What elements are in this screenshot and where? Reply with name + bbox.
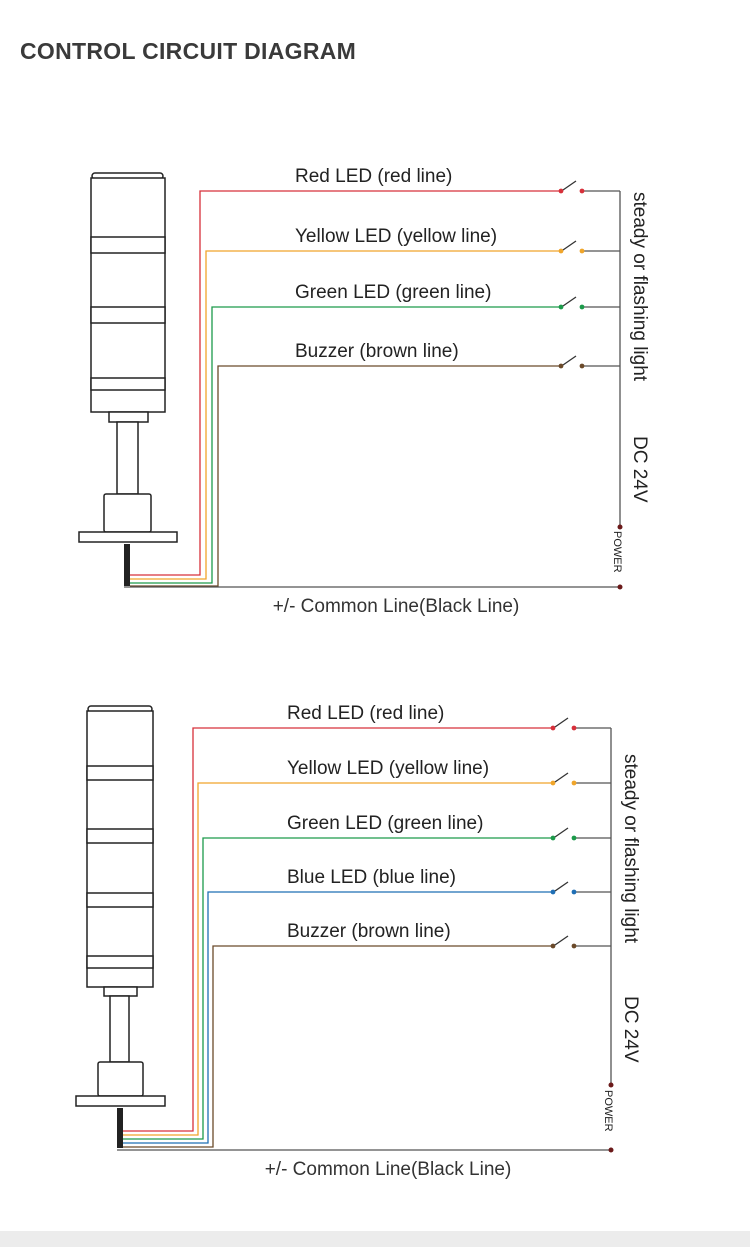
switch-contact xyxy=(550,725,556,731)
wire-label: Buzzer (brown line) xyxy=(287,921,451,942)
voltage-label: DC 24V xyxy=(629,436,650,503)
switch-contact xyxy=(558,304,564,310)
tower-body xyxy=(90,177,166,413)
tower-light-2 xyxy=(75,705,166,1107)
switch-lever xyxy=(562,240,577,251)
wire-label: Yellow LED (yellow line) xyxy=(287,758,489,779)
tower-light-1 xyxy=(78,172,178,543)
power-label: POWER xyxy=(602,1090,614,1132)
tower-ring xyxy=(90,306,166,324)
common-line-label: +/- Common Line(Black Line) xyxy=(273,596,520,617)
tower-ring xyxy=(86,955,154,969)
switch-contact xyxy=(558,248,564,254)
common-line-label: +/- Common Line(Black Line) xyxy=(265,1159,512,1180)
wire-label: Green LED (green line) xyxy=(287,813,483,834)
footer-bar xyxy=(0,1231,750,1247)
switch-contact xyxy=(579,304,585,310)
switches-group-1 xyxy=(558,180,585,369)
tower-pole xyxy=(116,421,139,495)
switches-group-2 xyxy=(550,717,577,949)
switch-lever xyxy=(554,717,569,728)
circuit-diagram-1: Red LED (red line) Yellow LED (yellow lin… xyxy=(78,166,650,617)
tower-flange xyxy=(75,1095,166,1107)
power-terminal-top xyxy=(608,1082,614,1088)
wire-label: Red LED (red line) xyxy=(295,166,452,187)
labels-group-2: Red LED (red line) Yellow LED (yellow lin… xyxy=(287,703,489,942)
wire-line xyxy=(123,782,553,1136)
switch-contact xyxy=(550,889,556,895)
wire-label: Buzzer (brown line) xyxy=(295,341,459,362)
tower-ring xyxy=(90,236,166,254)
tower-neck xyxy=(103,986,138,997)
switch-lever xyxy=(554,772,569,783)
wire-line xyxy=(130,306,561,584)
cable-sheath xyxy=(117,1108,123,1148)
switch-contact xyxy=(571,943,577,949)
switch-contact xyxy=(579,363,585,369)
page-title: CONTROL CIRCUIT DIAGRAM xyxy=(20,38,357,64)
switch-contact xyxy=(571,889,577,895)
switch-lever xyxy=(562,355,577,366)
switch-contact xyxy=(550,943,556,949)
switch-contact xyxy=(550,780,556,786)
tower-flange xyxy=(78,531,178,543)
switch-contact xyxy=(579,188,585,194)
wire-line xyxy=(123,891,553,1144)
tower-neck xyxy=(108,411,149,423)
wire-group-2 xyxy=(123,727,611,1148)
wire-group-1 xyxy=(130,190,620,587)
tower-body xyxy=(86,710,154,988)
switch-lever xyxy=(554,881,569,892)
wire-line xyxy=(130,190,561,576)
cable-sheath xyxy=(124,544,130,586)
tower-ring xyxy=(86,828,154,844)
tower-base xyxy=(103,493,152,533)
switch-contact xyxy=(558,363,564,369)
switch-contact xyxy=(579,248,585,254)
tower-base xyxy=(97,1061,144,1097)
power-terminal-bottom xyxy=(617,584,623,590)
switch-lever xyxy=(554,827,569,838)
tower-ring xyxy=(86,765,154,781)
wire-line xyxy=(130,250,561,580)
wire-label: Blue LED (blue line) xyxy=(287,867,456,888)
switch-contact xyxy=(558,188,564,194)
wire-line xyxy=(123,837,553,1140)
wire-line xyxy=(123,945,553,1148)
tower-pole xyxy=(109,995,130,1063)
mode-label: steady or flashing light xyxy=(629,192,650,382)
voltage-label: DC 24V xyxy=(620,996,641,1063)
switch-lever xyxy=(562,180,577,191)
wire-line xyxy=(130,365,561,587)
wire-line xyxy=(123,727,553,1132)
switch-contact xyxy=(550,835,556,841)
switch-contact xyxy=(571,835,577,841)
tower-ring xyxy=(86,892,154,908)
circuit-diagram-2: Red LED (red line) Yellow LED (yellow lin… xyxy=(75,703,641,1180)
power-label: POWER xyxy=(611,531,623,573)
tower-ring xyxy=(90,377,166,391)
switch-contact xyxy=(571,780,577,786)
power-terminal-bottom xyxy=(608,1147,614,1153)
wire-label: Green LED (green line) xyxy=(295,282,491,303)
mode-label: steady or flashing light xyxy=(620,754,641,944)
wire-label: Yellow LED (yellow line) xyxy=(295,226,497,247)
wire-label: Red LED (red line) xyxy=(287,703,444,724)
power-terminal-top xyxy=(617,524,623,530)
labels-group-1: Red LED (red line) Yellow LED (yellow lin… xyxy=(295,166,497,362)
switch-lever xyxy=(554,935,569,946)
switch-lever xyxy=(562,296,577,307)
switch-contact xyxy=(571,725,577,731)
